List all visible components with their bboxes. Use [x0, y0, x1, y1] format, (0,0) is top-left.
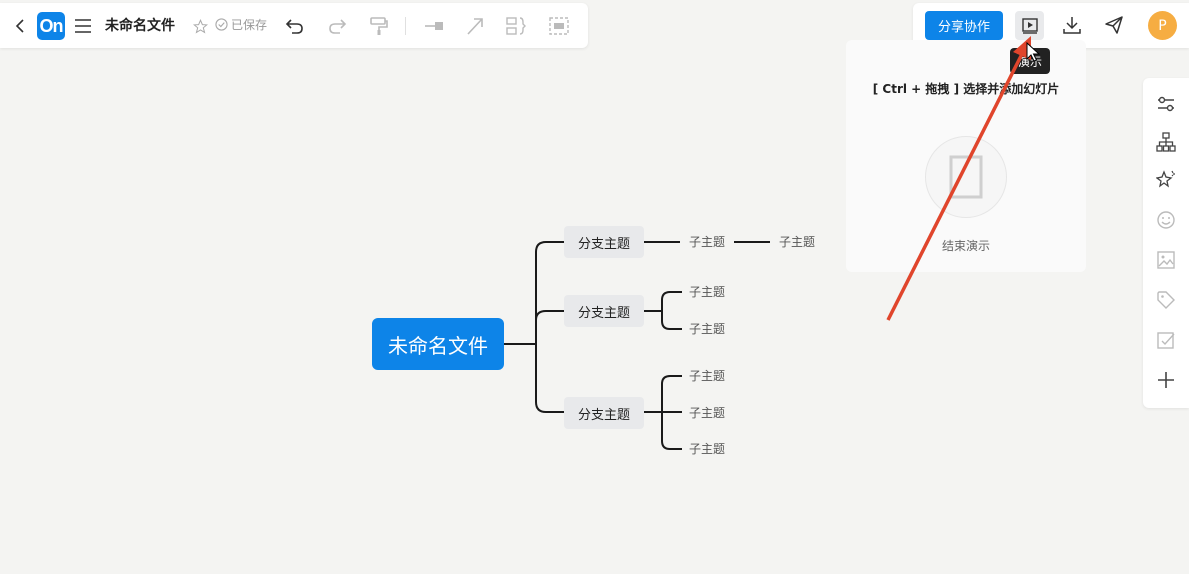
connector-b3-leaf-3 [661, 412, 682, 450]
branch-topic[interactable]: 分支主题 [564, 397, 644, 429]
download-icon[interactable] [1060, 13, 1084, 37]
avatar[interactable]: P [1148, 11, 1177, 40]
redo-icon[interactable] [325, 15, 349, 37]
undo-icon[interactable] [283, 15, 307, 37]
right-sidebar [1143, 78, 1189, 408]
end-presentation-button[interactable] [925, 136, 1007, 218]
format-painter-icon[interactable] [367, 15, 391, 37]
branch-topic[interactable]: 分支主题 [564, 295, 644, 327]
subtopic[interactable]: 子主题 [689, 285, 726, 299]
tooltip: 演示 [1010, 48, 1050, 74]
summary-icon[interactable] [505, 15, 529, 37]
connector-root-branch-2 [535, 310, 564, 344]
note-icon[interactable] [1155, 329, 1177, 351]
branch-topic[interactable]: 分支主题 [564, 226, 644, 258]
presentation-panel: [ Ctrl + 拖拽 ] 选择并添加幻灯片 结束演示 [846, 40, 1086, 272]
main-toolbar: On 未命名文件 已保存 [0, 3, 588, 48]
theme-magic-icon[interactable] [1155, 168, 1177, 190]
document-title[interactable]: 未命名文件 [105, 18, 175, 34]
send-icon[interactable] [1102, 13, 1126, 37]
subtopic[interactable]: 子主题 [689, 322, 726, 336]
presentation-icon [1021, 17, 1039, 35]
relation-line-icon[interactable] [422, 15, 446, 37]
plus-icon[interactable] [1155, 369, 1177, 391]
menu-icon[interactable] [72, 15, 94, 37]
tag-icon[interactable] [1155, 289, 1177, 311]
connector-b2-leaf-2 [661, 311, 682, 330]
root-topic[interactable]: 未命名文件 [372, 318, 504, 370]
subtopic[interactable]: 子主题 [689, 442, 726, 456]
share-collaborate-button[interactable]: 分享协作 [925, 11, 1003, 40]
stop-icon [949, 155, 983, 199]
presentation-hint: [ Ctrl + 拖拽 ] 选择并添加幻灯片 [872, 82, 1060, 96]
check-circle-icon [215, 18, 228, 31]
star-icon[interactable] [190, 16, 210, 36]
style-settings-icon[interactable] [1155, 93, 1177, 115]
emoji-icon[interactable] [1155, 209, 1177, 231]
save-status: 已保存 [215, 16, 267, 33]
presentation-button[interactable] [1015, 11, 1044, 40]
connector-b2-leaf-1 [644, 291, 682, 312]
arrow-icon[interactable] [463, 15, 487, 37]
subtopic[interactable]: 子主题 [689, 406, 726, 420]
subtopic[interactable]: 子主题 [689, 235, 726, 249]
subtopic[interactable]: 子主题 [779, 235, 816, 249]
chevron-left-icon[interactable] [10, 15, 30, 37]
connector-root-branch-1 [504, 241, 564, 345]
save-status-text: 已保存 [231, 18, 268, 32]
connector-b3-leaf-1 [644, 375, 682, 413]
subtopic[interactable]: 子主题 [689, 369, 726, 383]
end-presentation-label: 结束演示 [941, 239, 990, 253]
toolbar-divider [405, 17, 406, 35]
boundary-icon[interactable] [547, 15, 571, 37]
app-logo[interactable]: On [37, 12, 65, 40]
image-icon[interactable] [1155, 249, 1177, 271]
connector-root-branch-3 [535, 344, 564, 413]
structure-icon[interactable] [1155, 131, 1177, 153]
